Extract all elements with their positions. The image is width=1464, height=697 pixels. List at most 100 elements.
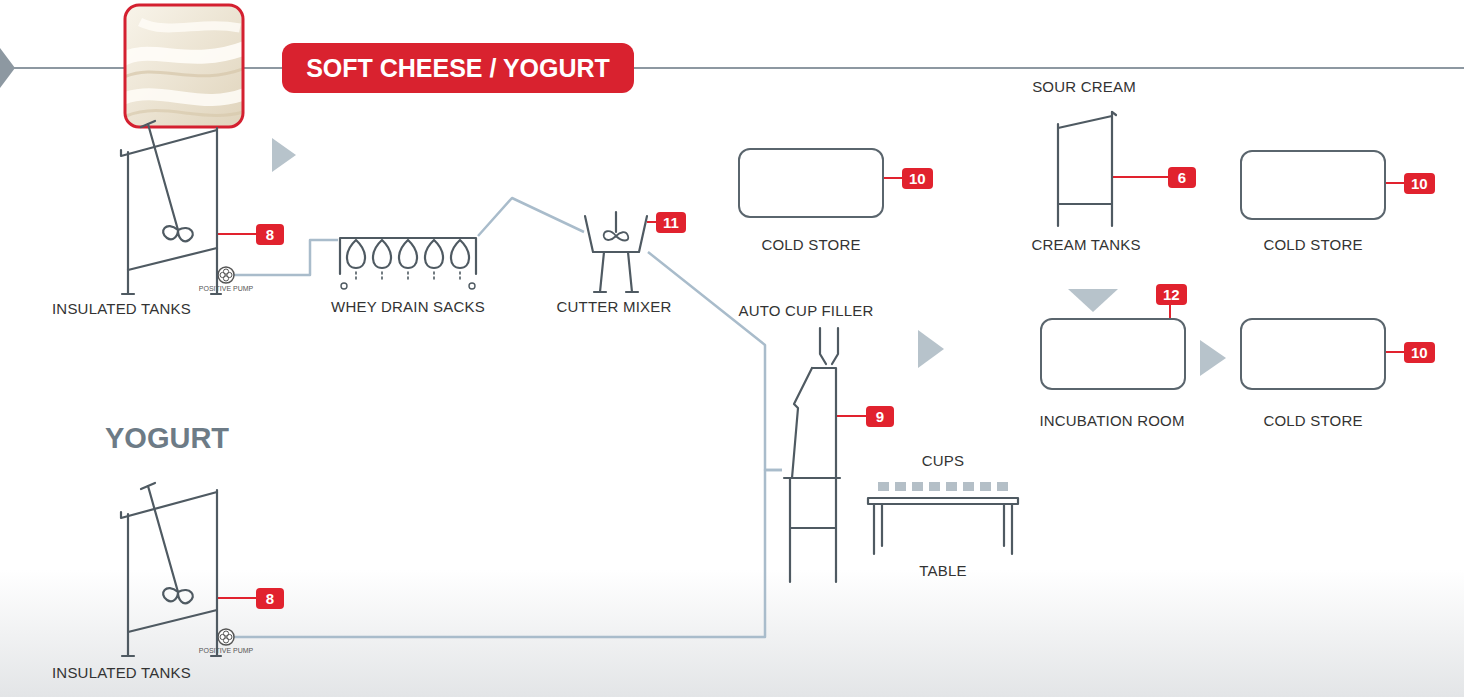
outline-stroke bbox=[148, 486, 178, 592]
pipe-connector bbox=[478, 198, 584, 236]
outline-stroke bbox=[128, 248, 217, 270]
outline-stroke bbox=[381, 272, 383, 282]
node-label: TABLE bbox=[919, 562, 966, 580]
outline-stroke bbox=[141, 483, 155, 489]
node-label: COLD STORE bbox=[761, 236, 860, 254]
outline-stroke bbox=[121, 492, 217, 518]
flow-chevron bbox=[272, 138, 296, 172]
cold-room: COLD STORE bbox=[738, 148, 884, 218]
outline-stroke bbox=[127, 152, 129, 294]
node-label: COLD STORE bbox=[1263, 412, 1362, 430]
outline-stroke bbox=[895, 482, 906, 491]
outline-stroke bbox=[341, 283, 347, 289]
outline-stroke bbox=[1058, 116, 1112, 128]
callout-leader bbox=[1386, 351, 1404, 353]
outline-stroke bbox=[141, 121, 155, 127]
pump-vane bbox=[220, 272, 225, 277]
callout-number: 9 bbox=[866, 406, 894, 427]
title-banner: SOFT CHEESE / YOGURT bbox=[282, 43, 634, 93]
outline-stroke bbox=[600, 252, 632, 292]
photo-frame bbox=[125, 5, 243, 127]
outline-stroke bbox=[433, 272, 435, 282]
outline-stroke bbox=[790, 568, 836, 582]
outline-stroke bbox=[216, 490, 218, 656]
cream-tank: SOUR CREAMCREAM TANKS bbox=[1052, 112, 1118, 228]
floor-shade bbox=[0, 570, 1464, 697]
callout-number: 6 bbox=[1168, 167, 1196, 188]
outline-stroke bbox=[594, 291, 638, 293]
node-label: WHEY DRAIN SACKS bbox=[331, 298, 485, 316]
callout-number: 11 bbox=[656, 212, 686, 233]
outline-stroke bbox=[946, 482, 957, 491]
callout-number: 10 bbox=[1404, 173, 1435, 194]
photo-ground bbox=[125, 5, 243, 127]
pump-label: POSITIVE PUMP bbox=[199, 285, 253, 293]
photo-swirl bbox=[125, 46, 243, 62]
cream-tank-outline bbox=[1052, 112, 1118, 228]
photo-shadow bbox=[125, 66, 243, 78]
cups-table-outline bbox=[868, 480, 1018, 556]
outline-stroke bbox=[1058, 203, 1112, 205]
insulated-tank: INSULATED TANKS bbox=[118, 480, 222, 658]
cold-room: INCUBATION ROOM bbox=[1040, 318, 1186, 390]
outline-stroke bbox=[347, 240, 365, 268]
outline-stroke bbox=[216, 128, 218, 294]
outline-stroke bbox=[790, 478, 836, 568]
outline-stroke bbox=[459, 272, 461, 282]
callout-number: 8 bbox=[256, 224, 284, 245]
outline-stroke bbox=[407, 272, 409, 282]
whey-drain-sacks: WHEY DRAIN SACKS bbox=[338, 232, 478, 292]
outline-stroke bbox=[122, 655, 221, 657]
pump-body bbox=[218, 629, 234, 645]
outline-stroke bbox=[469, 283, 475, 289]
callout-number: 10 bbox=[902, 168, 933, 189]
outline-stroke bbox=[997, 482, 1008, 491]
cutter-mixer: CUTTER MIXER bbox=[584, 212, 648, 294]
header-arrow bbox=[0, 48, 15, 88]
section-heading: YOGURT bbox=[105, 421, 229, 455]
photo-swirl bbox=[125, 92, 243, 100]
outline-stroke bbox=[912, 482, 923, 491]
node-label: CREAM TANKS bbox=[1031, 236, 1140, 254]
callout-number: 10 bbox=[1404, 342, 1435, 363]
cup-filler: AUTO CUP FILLER bbox=[782, 328, 842, 582]
node-label: AUTO CUP FILLER bbox=[736, 302, 877, 320]
insulated-tank: INSULATED TANKS bbox=[118, 118, 222, 296]
outline-stroke bbox=[792, 368, 812, 478]
node-label: INSULATED TANKS bbox=[52, 300, 191, 318]
outline-stroke bbox=[373, 240, 391, 268]
outline-stroke bbox=[163, 588, 193, 603]
node-label: INSULATED TANKS bbox=[52, 664, 191, 682]
outline-stroke bbox=[963, 482, 974, 491]
cold-room: COLD STORE bbox=[1240, 150, 1386, 220]
cold-room: COLD STORE bbox=[1240, 318, 1386, 390]
pump-vane bbox=[220, 634, 225, 639]
outline-stroke bbox=[868, 498, 1018, 504]
pipe-connector bbox=[222, 470, 782, 637]
callout-leader bbox=[884, 177, 902, 179]
flow-chevron bbox=[1200, 340, 1226, 376]
callout-number: 8 bbox=[256, 588, 284, 609]
outline-stroke bbox=[451, 240, 469, 268]
callout-leaders bbox=[217, 177, 1404, 598]
pump-label: POSITIVE PUMP bbox=[199, 647, 253, 655]
node-label: CUTTER MIXER bbox=[557, 298, 672, 316]
callout-leader bbox=[217, 597, 256, 599]
callout-leader bbox=[217, 233, 256, 235]
outline-stroke bbox=[878, 482, 889, 491]
outline-stroke bbox=[399, 240, 417, 268]
node-label: CUPS bbox=[922, 452, 964, 470]
outline-stroke bbox=[340, 238, 476, 274]
outline-stroke bbox=[784, 477, 840, 479]
positive-pump bbox=[218, 629, 234, 645]
cups-table: CUPSTABLE bbox=[868, 480, 1018, 556]
cheese-photo bbox=[125, 5, 243, 127]
cutter-mixer-outline bbox=[584, 212, 648, 294]
outline-stroke bbox=[874, 504, 1012, 554]
outline-stroke bbox=[148, 124, 178, 230]
callout-leader bbox=[1112, 176, 1168, 178]
outline-stroke bbox=[121, 130, 217, 156]
node-label: SOUR CREAM bbox=[1032, 78, 1136, 96]
callout-leader bbox=[647, 221, 656, 223]
callout-leader bbox=[836, 415, 866, 417]
